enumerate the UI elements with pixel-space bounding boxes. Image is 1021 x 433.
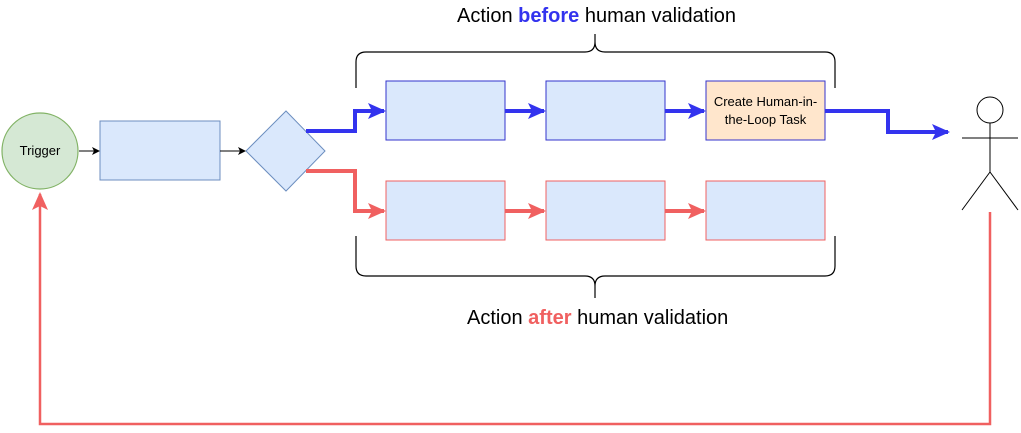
after-step-2	[545, 180, 666, 241]
trigger-node	[1, 112, 79, 190]
task-to-human-arrow	[825, 109, 950, 140]
hitl-task-label: Create Human-in-the-Loop Task	[713, 93, 818, 127]
decision-diamond	[245, 110, 326, 192]
after-step-1	[385, 180, 506, 241]
before-step-2	[545, 80, 666, 141]
after-label-prefix: Action	[467, 307, 529, 329]
after-step-3	[705, 180, 826, 241]
after-section-label: Action after human validation	[467, 307, 728, 330]
before-section-label: Action before human validation	[457, 5, 736, 28]
feedback-loop-arrow	[32, 192, 992, 426]
before-label-highlight: before	[518, 5, 580, 27]
after-label-suffix: human validation	[571, 307, 729, 329]
step-box	[99, 120, 221, 181]
before-brace	[355, 34, 836, 88]
after-branch-arrow	[306, 169, 386, 219]
after-label-highlight: after	[528, 307, 572, 329]
trigger-label: Trigger	[19, 143, 61, 158]
hitl-task-box	[705, 80, 826, 141]
before-label-suffix: human validation	[579, 5, 737, 27]
after-brace	[355, 236, 836, 298]
before-step-1	[385, 80, 506, 141]
before-branch-arrow	[306, 103, 386, 133]
human-actor-icon	[961, 96, 1019, 211]
before-label-prefix: Action	[457, 5, 519, 27]
